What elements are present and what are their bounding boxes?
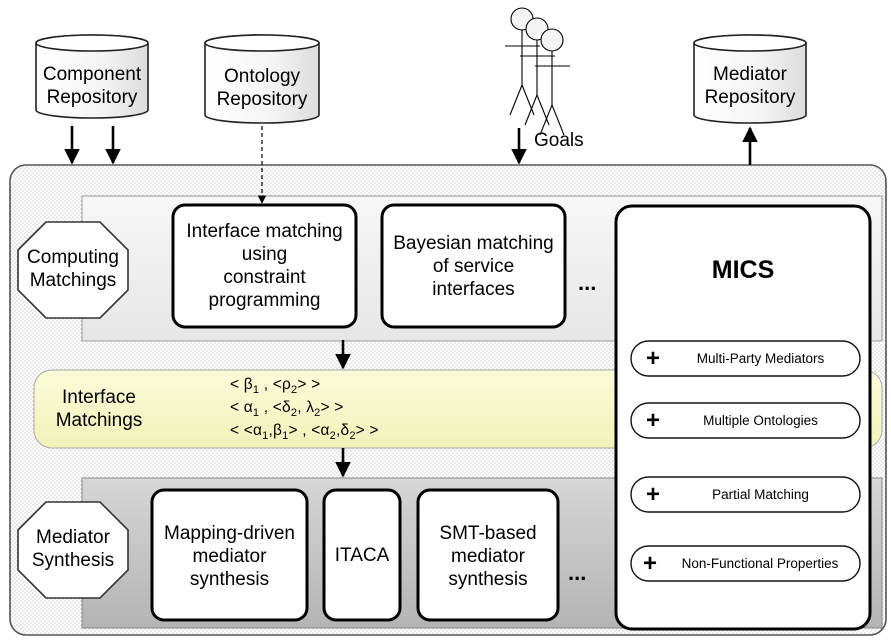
mics-pill-3: [630, 476, 861, 513]
ontology-repository-cylinder: [204, 34, 320, 124]
matching-label-constraint: Interface matching using constraint prog…: [186, 221, 343, 311]
computing-matchings-octagon: [17, 221, 129, 319]
mics-feature-4: Non-Functional Properties: [681, 556, 839, 571]
mics-plus-icon-3: +: [646, 481, 661, 508]
mics-title: MICS: [711, 256, 775, 284]
ontology-repository-label: Ontology Repository: [216, 66, 308, 110]
computing-matchings-label: Computing Matchings: [27, 247, 119, 291]
synthesis-label-smt: SMT-based mediator synthesis: [439, 522, 537, 590]
mics-pill-4: [630, 545, 861, 582]
mediator-repository-label: Mediator Repository: [704, 64, 796, 108]
mics-feature-2: Multiple Ontologies: [703, 413, 818, 428]
mics-plus-icon-2: +: [646, 407, 661, 434]
mics-feature-3: Partial Matching: [712, 487, 809, 502]
mics-feature-1: Multi-Party Mediators: [696, 351, 825, 366]
mediator-repository-cylinder: [693, 34, 807, 124]
synthesis-ellipsis: ...: [568, 560, 587, 585]
mediator-synthesis-label: Mediator Synthesis: [31, 527, 115, 571]
mediator-synthesis-octagon: [17, 501, 129, 599]
matching-box-constraint: [171, 203, 358, 329]
stakeholders-icon: [505, 7, 570, 136]
component-repository-label: Component Repository: [42, 64, 142, 108]
mics-pill-1: [630, 340, 861, 377]
matching-ellipsis: ...: [578, 270, 597, 295]
mics-plus-icon-4: +: [643, 550, 658, 577]
synthesis-box-smt: [416, 488, 560, 622]
component-repository-cylinder: [35, 34, 149, 119]
matching-formula-2: < α1 , <δ2, λ2> >: [230, 399, 344, 420]
matching-label-bayesian: Bayesian matching of service interfaces: [393, 232, 554, 300]
matching-box-bayesian: [380, 203, 567, 329]
synthesis-label-mapping: Mapping-driven mediator synthesis: [164, 522, 295, 590]
synthesis-label-itaca: ITACA: [334, 544, 390, 566]
synthesis-box-mapping: [150, 488, 309, 622]
mics-plus-icon-1: +: [646, 345, 661, 372]
goals-label: Goals: [534, 130, 584, 151]
mics-pill-2: [630, 402, 861, 439]
matching-formula-3: < <α1,β1> , <α2,δ2> >: [230, 422, 379, 443]
interface-matchings-label: Interface Matchings: [55, 387, 143, 431]
matching-formula-1: < β1 , <ρ2> >: [230, 376, 321, 397]
synthesis-box-itaca: [322, 488, 402, 622]
